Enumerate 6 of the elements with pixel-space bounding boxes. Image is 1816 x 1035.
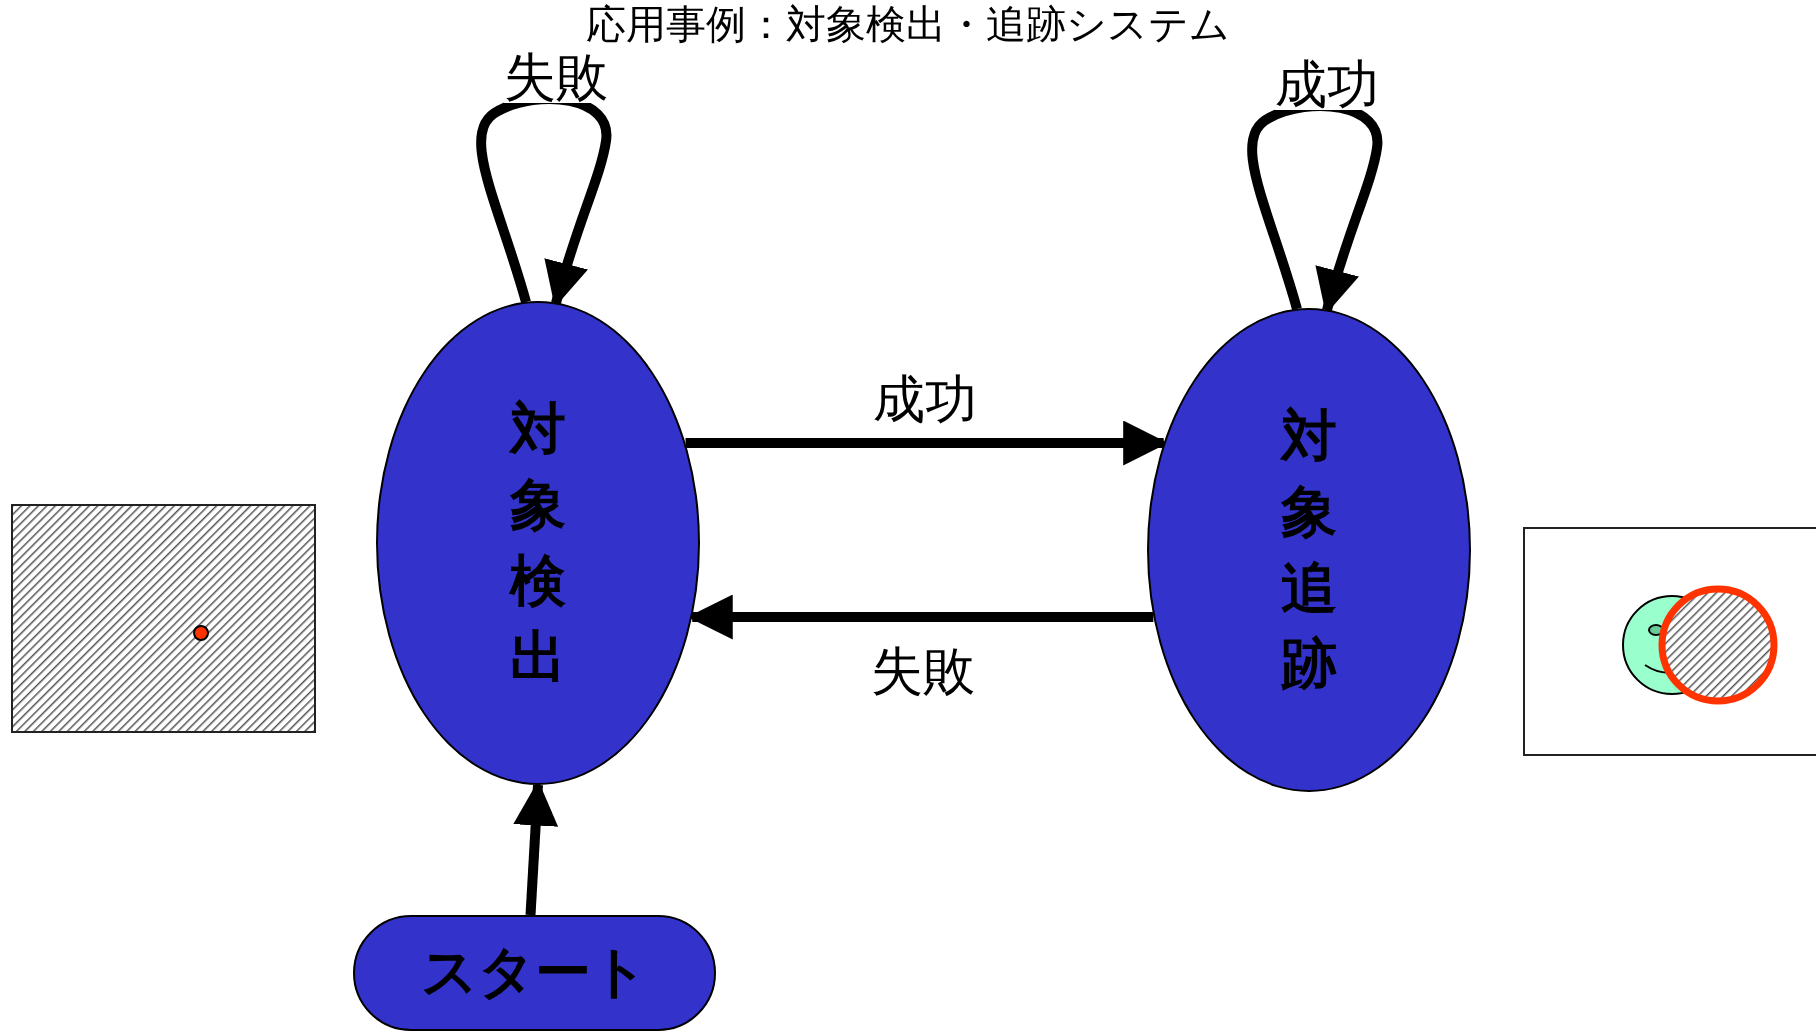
edge-label: 失敗 xyxy=(870,645,975,697)
node-label: 対象追跡 xyxy=(1279,402,1338,698)
title: 応用事例：対象検出・追跡システム xyxy=(585,2,1231,46)
edge-label: 失敗 xyxy=(504,51,608,103)
node-label: 対象検出 xyxy=(508,395,567,691)
node-label: スタート xyxy=(421,938,648,1006)
